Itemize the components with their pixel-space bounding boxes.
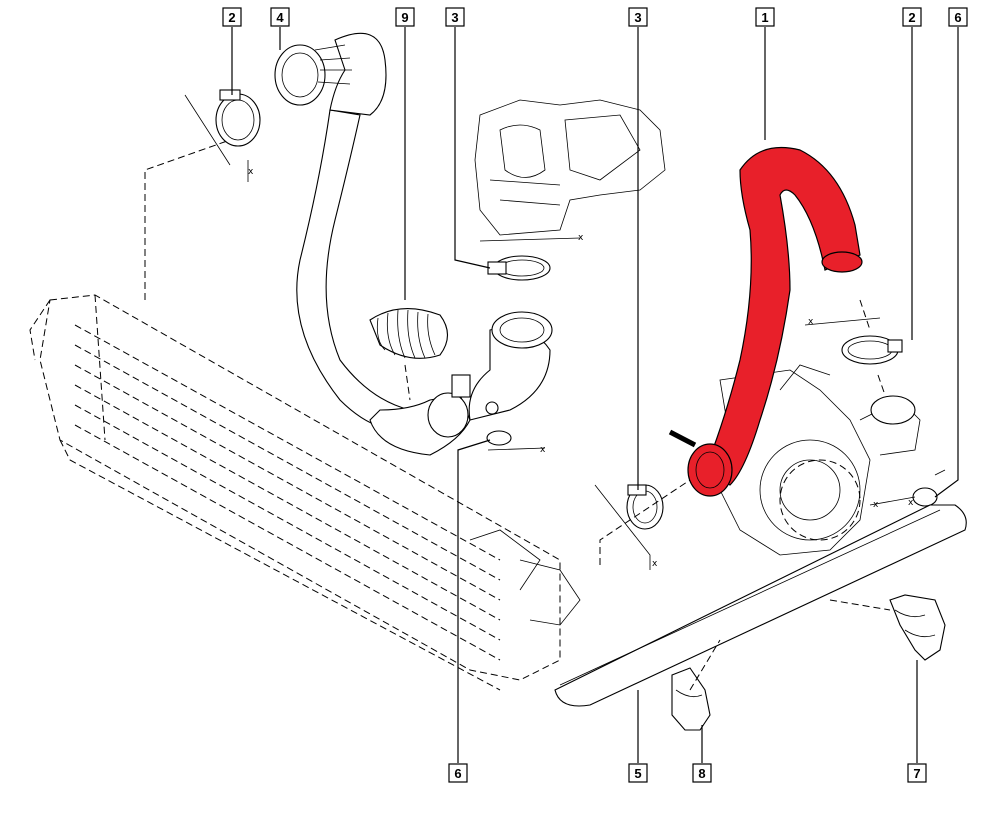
callout-2-right: 2 xyxy=(902,7,922,27)
callout-1: 1 xyxy=(755,7,775,27)
callout-label: 7 xyxy=(913,766,920,781)
callout-label: 8 xyxy=(698,766,705,781)
leader-lines xyxy=(231,27,959,763)
clamp-2-right xyxy=(841,335,903,365)
intercooler xyxy=(29,139,561,691)
clamp-6-right xyxy=(912,487,938,507)
callout-label: 2 xyxy=(908,10,915,25)
upper-hose xyxy=(274,32,411,431)
callout-6-bottom: 6 xyxy=(448,763,468,783)
dimension-mark-label: x xyxy=(908,498,914,508)
dimension-marks: x x x x x x x xyxy=(184,94,946,570)
callout-label: 1 xyxy=(761,10,768,25)
callout-label: 9 xyxy=(401,10,408,25)
bottom-pipe xyxy=(469,504,967,707)
callout-label: 5 xyxy=(634,766,641,781)
clamp-2-left xyxy=(215,89,261,147)
callout-label: 3 xyxy=(451,10,458,25)
callout-label: 6 xyxy=(454,766,461,781)
bracket-8 xyxy=(671,667,711,731)
clamp-6-left xyxy=(486,430,512,446)
dimension-mark-label: x xyxy=(248,167,254,177)
callout-4: 4 xyxy=(270,7,290,27)
clamp-3-center xyxy=(487,255,551,281)
turbocharger xyxy=(719,364,921,556)
dimension-mark-label: x xyxy=(652,559,658,569)
callout-7: 7 xyxy=(907,763,927,783)
callout-2-left: 2 xyxy=(222,7,242,27)
callout-label: 2 xyxy=(228,10,235,25)
dimension-mark-label: x xyxy=(540,445,546,455)
callout-3-center: 3 xyxy=(445,7,465,27)
clamp-3-right xyxy=(626,484,664,530)
callout-3-right: 3 xyxy=(628,7,648,27)
callout-label: 4 xyxy=(276,10,284,25)
dimension-mark-label: x xyxy=(873,500,879,510)
callout-6-top: 6 xyxy=(948,7,968,27)
throttle-body xyxy=(474,99,666,236)
callout-8: 8 xyxy=(692,763,712,783)
bracket-7 xyxy=(889,594,946,661)
callout-label: 6 xyxy=(954,10,961,25)
dimension-mark-label: x xyxy=(578,233,584,243)
lower-elbow xyxy=(369,311,553,456)
bellows xyxy=(369,308,449,401)
dimension-mark-label: x xyxy=(808,317,814,327)
callout-5: 5 xyxy=(628,763,648,783)
callout-label: 3 xyxy=(634,10,641,25)
highlighted-hose xyxy=(668,146,863,497)
callout-9: 9 xyxy=(395,7,415,27)
highlighted-hose-body xyxy=(704,146,861,486)
